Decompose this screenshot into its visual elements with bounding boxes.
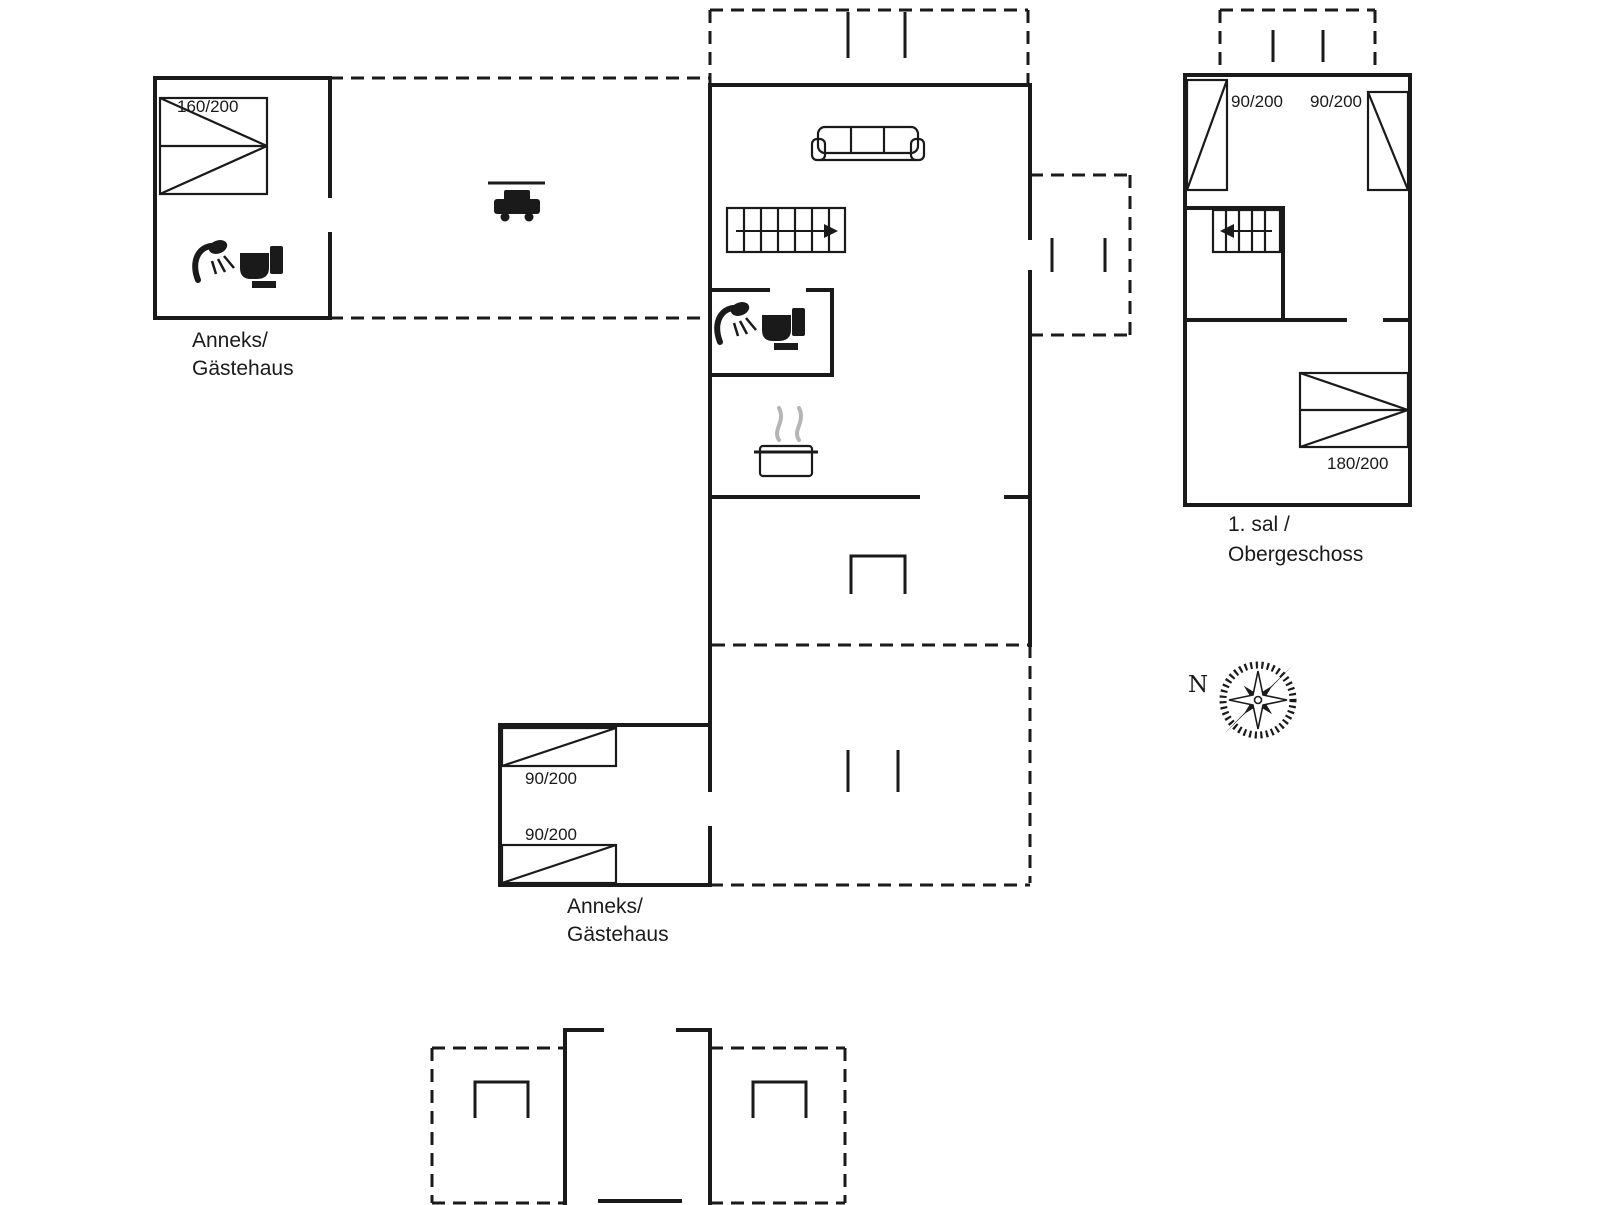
toilet-icon (240, 246, 283, 288)
outbuilding-terrace-west (430, 1046, 565, 1205)
fireplace-icon (849, 554, 907, 594)
stairs-icon (725, 206, 847, 254)
terrace-south (710, 643, 1032, 887)
upper-floor-walls (1183, 73, 1412, 507)
stairs-icon (1211, 208, 1282, 254)
toilet-icon (762, 308, 805, 350)
compass-rose-icon (1219, 661, 1297, 739)
annex-south-label-line2: Gästehaus (567, 923, 669, 946)
bed-size-label: 180/200 (1327, 454, 1388, 473)
bed-size-label: 90/200 (1310, 92, 1362, 111)
bed-size-label: 160/200 (177, 97, 238, 116)
stairs-direction-arrow (824, 224, 838, 238)
double-bed-icon (1298, 371, 1410, 449)
cooking-pot-icon (754, 444, 818, 478)
annex-northwest-walls (153, 76, 332, 320)
carport-walkway (330, 76, 710, 320)
annex-northwest: 160/200 Anneks/ Gästehaus (153, 76, 332, 380)
terrace-east (1030, 173, 1132, 337)
door-posts (751, 1080, 808, 1118)
upper-floor-label-line1: 1. sal / (1228, 513, 1290, 536)
main-house-walls (708, 83, 1032, 887)
upper-floor-label-line2: Obergeschoss (1228, 543, 1363, 566)
shower-icon (195, 238, 234, 280)
annex-south-label-line1: Anneks/ (567, 895, 643, 918)
steam-icon (775, 406, 783, 442)
bed-size-label: 90/200 (1231, 92, 1283, 111)
single-bed-icon (500, 726, 618, 768)
single-bed-icon (500, 843, 618, 885)
outbuilding-terrace-east (710, 1046, 847, 1205)
outbuilding-walls (563, 1028, 712, 1205)
compass-north-label: N (1188, 672, 1208, 698)
single-bed-icon (1366, 90, 1410, 192)
double-bed-icon (158, 96, 269, 196)
steam-icon (795, 406, 803, 442)
shower-icon (717, 300, 756, 342)
kitchen (754, 406, 818, 478)
terrace-north (708, 8, 1030, 83)
car-icon (494, 190, 540, 222)
compass: N (1188, 661, 1297, 739)
bed-size-label: 90/200 (525, 825, 577, 844)
annex-south-walls (498, 723, 712, 887)
annex-south: 90/200 90/200 Anneks/ Gästehaus (498, 723, 712, 946)
upper-terrace (1218, 8, 1377, 73)
door-posts (473, 1080, 530, 1118)
bed-size-label: 90/200 (525, 769, 577, 788)
annex-northwest-label-line1: Anneks/ (192, 329, 268, 352)
single-bed-icon (1185, 78, 1229, 192)
stairs-direction-arrow (1220, 224, 1234, 238)
main-house (708, 8, 1132, 887)
outbuilding-south (430, 1028, 847, 1205)
sofa-icon (810, 125, 926, 162)
annex-northwest-label-line2: Gästehaus (192, 357, 294, 380)
bathroom (708, 288, 834, 377)
upper-floor: 90/200 90/200 180/200 1. sal / Obergesch… (1183, 8, 1412, 566)
